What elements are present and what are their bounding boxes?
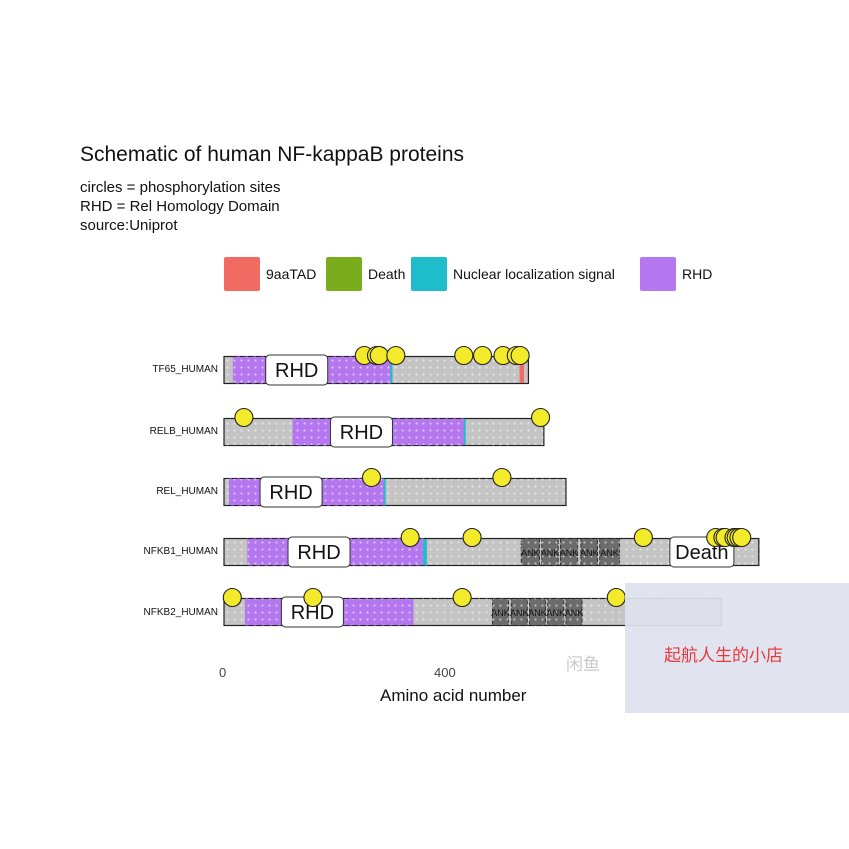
phospho-site-nfkb2_human-3 [606, 587, 626, 608]
legend-item-rhd: RHD [640, 257, 712, 291]
legend-key-nls [411, 257, 447, 291]
domain-nuclear-localization-signal-nfkb1_human-1 [422, 538, 427, 566]
domain-label-box-tf65_human-0 [265, 354, 329, 386]
phospho-site-tf65_human-4 [454, 345, 474, 366]
watermark-faint-text: 闲鱼 [566, 655, 600, 674]
y-label-nfkb1: NFKB1_HUMAN [143, 546, 218, 557]
legend-item-nls: Nuclear localization signal [411, 257, 615, 291]
phospho-site-rel_human-0 [361, 467, 382, 488]
phospho-site-nfkb1_human-2 [633, 527, 653, 548]
domain-label-ank-nfkb1_human-2: ANK [521, 548, 540, 558]
domain-label-ank-nfkb1_human-4: ANK [560, 548, 579, 558]
protein-rel_human: RHD [223, 467, 567, 508]
legend-label-9aatad: 9aaTAD [266, 266, 317, 282]
subtitle-line-1: circles = phosphorylation sites [80, 179, 281, 196]
phospho-site-tf65_human-3 [386, 345, 406, 366]
outline-nfkb2_human [223, 598, 722, 626]
domain-label-box-nfkb1_human-0 [287, 536, 351, 568]
protein-tf65_human: RHD [223, 345, 530, 386]
domain-9aatad-tf65_human-2 [519, 356, 525, 384]
watermark-text: 起航人生的小店 [664, 646, 783, 666]
phospho-site-nfkb1_human-0 [400, 527, 420, 548]
phospho-site-relb_human-1 [531, 407, 551, 428]
x-tick-400: 400 [434, 665, 456, 680]
y-label-nfkb2: NFKB2_HUMAN [143, 607, 218, 618]
phospho-site-tf65_human-5 [473, 345, 493, 366]
domain-texture-nfkb2_human-4 [547, 598, 564, 626]
phospho-site-rel_human-1 [492, 467, 512, 488]
domain-texture-nfkb2_human-2 [511, 598, 528, 626]
domain-texture-nfkb1_human-2 [521, 538, 540, 566]
legend-label-death: Death [368, 266, 406, 282]
domain-label-nfkb1_human-7: Death [675, 542, 728, 564]
legend-label-rhd: RHD [682, 266, 713, 282]
domain-texture-nfkb2_human-5 [565, 598, 583, 626]
outline-nfkb1_human [223, 538, 760, 566]
legend-label-nls: Nuclear localization signal [453, 266, 615, 282]
domain-nuclear-localization-signal-rel_human-1 [383, 478, 386, 506]
x-axis-label: Amino acid number [380, 686, 527, 705]
watermark-overlay [625, 583, 849, 713]
legend-item-9aatad: 9aaTAD [224, 257, 316, 291]
subtitle-line-2: RHD = Rel Homology Domain [80, 198, 280, 215]
domain-label-ank-nfkb2_human-1: ANK [491, 608, 510, 618]
domain-label-ank-nfkb2_human-2: ANK [510, 608, 529, 618]
y-label-rel: REL_HUMAN [156, 486, 218, 497]
domain-label-nfkb2_human-0: RHD [291, 602, 334, 624]
domain-label-ank-nfkb1_human-5: ANK [580, 548, 599, 558]
x-tick-0: 0 [219, 665, 227, 680]
legend-item-death: Death [326, 257, 405, 291]
domain-label-rel_human-0: RHD [269, 482, 312, 504]
outline-rel_human [223, 478, 567, 506]
domain-texture-nfkb1_human-4 [560, 538, 578, 566]
domain-texture-nfkb1_human-3 [541, 538, 559, 566]
phospho-site-nfkb1_human-1 [462, 527, 482, 548]
domain-texture-nfkb1_human-6 [599, 538, 620, 566]
domain-nuclear-localization-signal-tf65_human-1 [390, 356, 393, 384]
domain-label-relb_human-0: RHD [340, 422, 383, 444]
domain-label-box-rel_human-0 [259, 476, 323, 508]
domain-label-ank-nfkb1_human-3: ANK [541, 548, 560, 558]
domain-label-box-relb_human-0 [329, 416, 393, 448]
phospho-site-tf65_human-2 [369, 345, 389, 366]
domain-label-ank-nfkb2_human-4: ANK [547, 608, 566, 618]
legend-key-rhd [640, 257, 676, 291]
legend-key-9aatad [224, 257, 260, 291]
y-label-tf65: TF65_HUMAN [152, 364, 218, 375]
domain-label-tf65_human-0: RHD [275, 360, 318, 382]
phospho-site-nfkb2_human-2 [452, 587, 472, 608]
domain-label-ank-nfkb2_human-5: ANK [565, 608, 584, 618]
y-label-relb: RELB_HUMAN [149, 426, 218, 437]
domain-label-ank-nfkb2_human-3: ANK [528, 608, 547, 618]
phospho-site-nfkb2_human-0 [222, 587, 242, 608]
phospho-site-tf65_human-8 [510, 345, 530, 366]
domain-nuclear-localization-signal-relb_human-1 [463, 418, 466, 446]
chart-title: Schematic of human NF-kappaB proteins [80, 143, 465, 166]
domain-texture-nfkb2_human-3 [529, 598, 546, 626]
domain-texture-nfkb2_human-1 [492, 598, 509, 626]
phospho-site-relb_human-0 [234, 407, 254, 428]
domain-label-nfkb1_human-0: RHD [297, 542, 340, 564]
legend-key-death [326, 257, 362, 291]
subtitle-line-3: source:Uniprot [80, 217, 178, 234]
phospho-site-nfkb1_human-9 [732, 527, 752, 548]
domain-label-ank-nfkb1_human-6: ANK [600, 548, 619, 558]
domain-texture-nfkb1_human-5 [580, 538, 598, 566]
protein-relb_human: RHD [223, 407, 551, 448]
phospho-site-nfkb2_human-1 [303, 587, 323, 608]
